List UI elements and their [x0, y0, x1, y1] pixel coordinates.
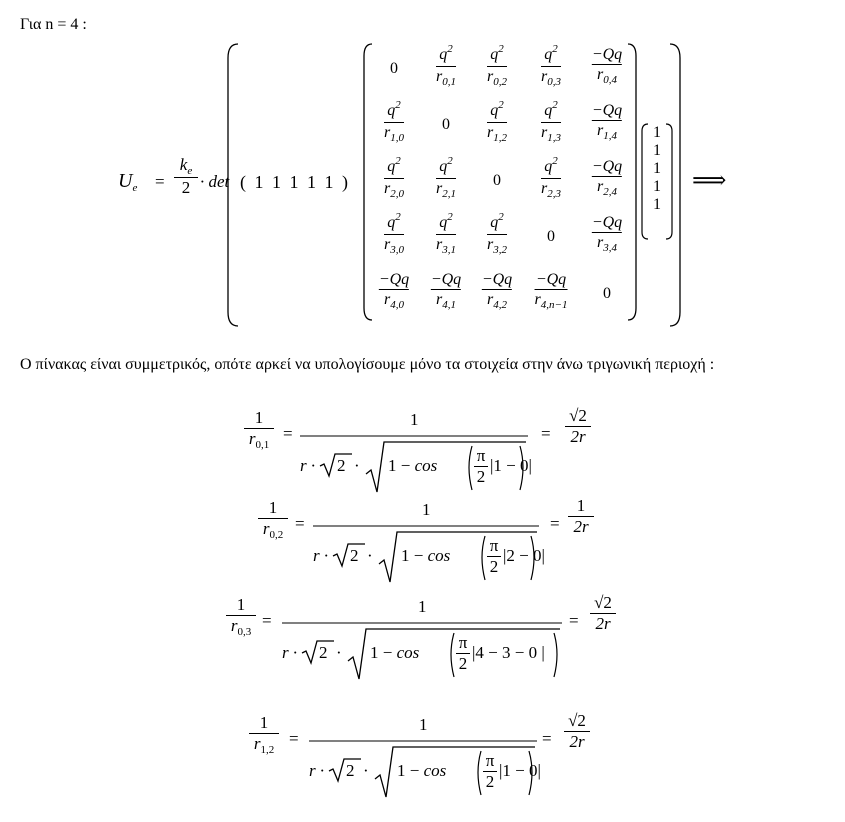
energy-coefficient: ke 2 [174, 155, 198, 198]
column-vector: 1 1 1 1 1 [653, 124, 661, 213]
middle-numerator: 1 [418, 597, 427, 616]
absolute-difference: |2 − 0| [503, 546, 545, 565]
matrix-cell-3-3: 0 [547, 228, 555, 245]
equals-sign: = [550, 514, 560, 533]
matrix-left-paren [363, 43, 373, 321]
intro-text: Για n = 4 : [20, 16, 87, 33]
matrix-right-paren [627, 43, 637, 321]
sqrt-two: 2 [346, 761, 355, 780]
middle-numerator: 1 [419, 715, 428, 734]
det-left-paren [227, 43, 239, 327]
equals-sign: = [283, 424, 293, 443]
dot-operator: · [363, 761, 369, 780]
matrix-cell-1-1: 0 [442, 116, 450, 133]
dot-operator: · [367, 546, 373, 565]
dot-operator: · [336, 643, 342, 662]
sqrt-two: 2 [350, 546, 359, 565]
equals-sign: = [541, 424, 551, 443]
sqrt-two: 2 [319, 643, 328, 662]
matrix-cell-0-0: 0 [390, 60, 398, 77]
denominator-r: r · [300, 456, 316, 475]
vector-left-paren [641, 123, 649, 240]
one-minus-cos: 1 − cos [397, 761, 447, 780]
one-minus-cos: 1 − cos [401, 546, 451, 565]
vector-right-paren [665, 123, 673, 240]
implies-arrow: ⟹ [692, 168, 727, 194]
equals-sign: = [569, 611, 579, 630]
dot-operator: · [354, 456, 360, 475]
absolute-difference: |4 − 3 − 0 | [472, 643, 545, 662]
denominator-r: r · [309, 761, 325, 780]
one-minus-cos: 1 − cos [370, 643, 420, 662]
energy-lhs: Ue [118, 170, 138, 194]
equals-sign: = [289, 729, 299, 748]
sqrt-two: 2 [337, 456, 346, 475]
equals-sign: = [542, 729, 552, 748]
equals-sign: = [295, 514, 305, 533]
det-right-paren [669, 43, 681, 327]
denominator-r: r · [313, 546, 329, 565]
equals-sign: = [262, 611, 272, 630]
middle-numerator: 1 [410, 410, 419, 429]
matrix-cell-2-2: 0 [493, 172, 501, 189]
symmetry-note: Ο πίνακας είναι συμμετρικός, οπότε αρκεί… [20, 356, 715, 373]
middle-numerator: 1 [422, 500, 431, 519]
denominator-r: r · [282, 643, 298, 662]
matrix-cell-4-4: 0 [603, 285, 611, 302]
absolute-difference: |1 − 0| [490, 456, 532, 475]
det-operator: · det [200, 172, 230, 191]
row-vector: ( 1 1 1 1 1 ) [240, 172, 350, 192]
absolute-difference: |1 − 0| [499, 761, 541, 780]
one-minus-cos: 1 − cos [388, 456, 438, 475]
energy-equals: = [155, 172, 165, 191]
